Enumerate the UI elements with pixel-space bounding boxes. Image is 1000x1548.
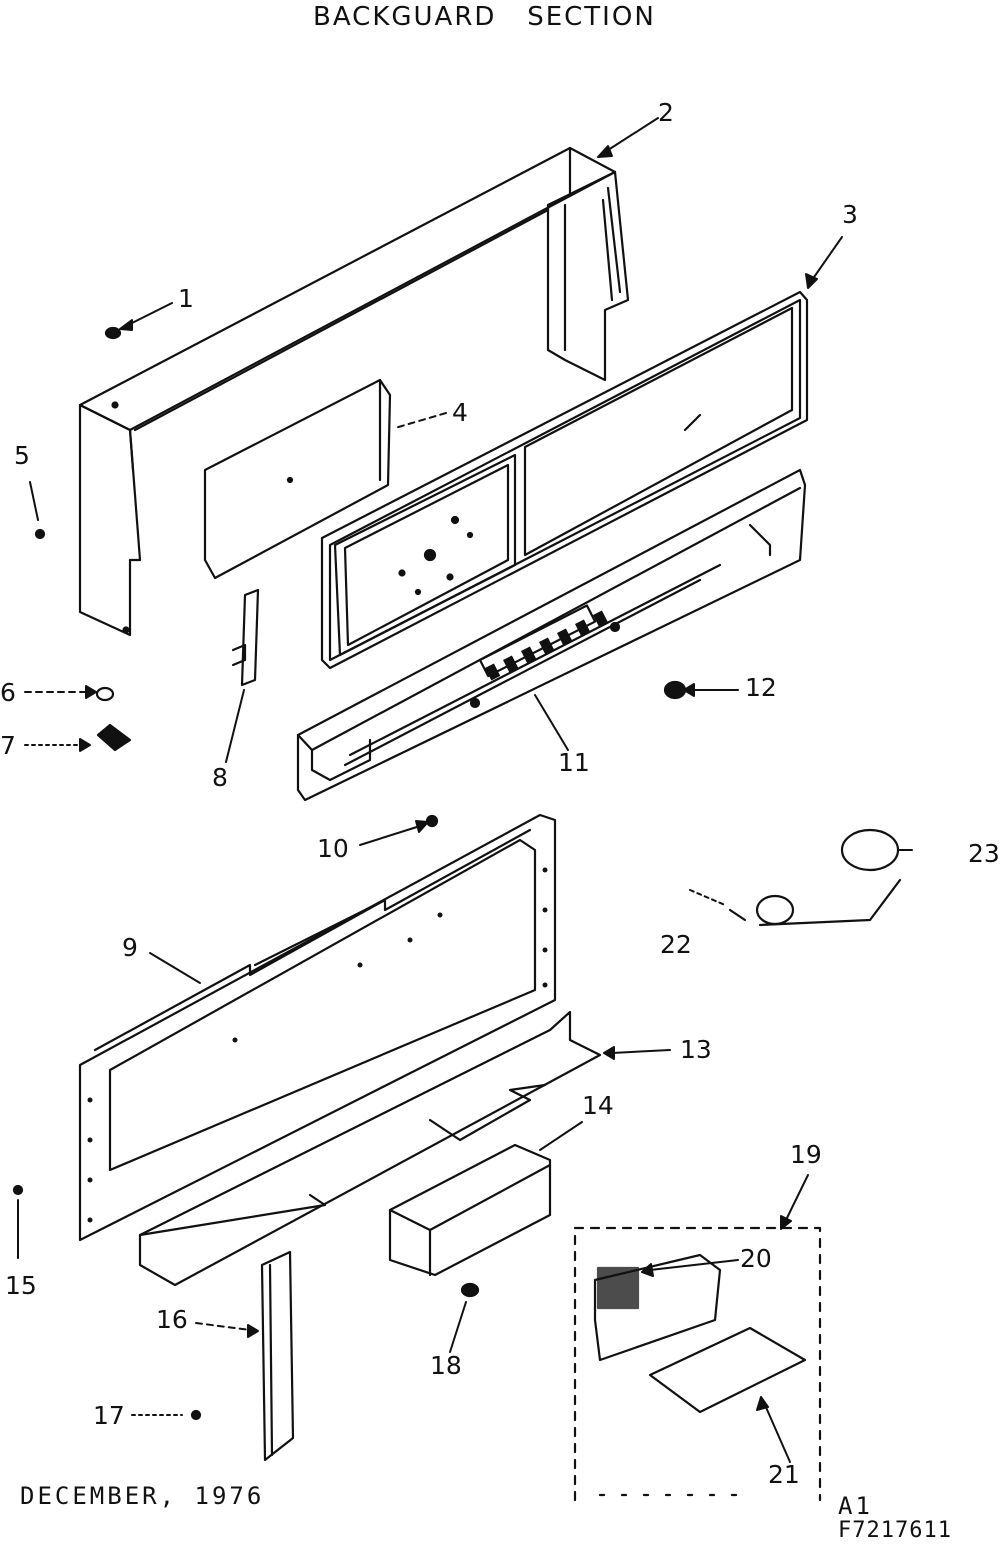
part-22-23-lamp-wiring xyxy=(728,828,902,927)
callout-12: 12 xyxy=(745,673,777,702)
fasteners xyxy=(12,326,687,1421)
callout-21: 21 xyxy=(768,1460,800,1489)
leader-lines xyxy=(17,117,913,1463)
part-16-strip xyxy=(260,1250,295,1462)
part-20-switch xyxy=(593,1253,722,1362)
part-4-plate xyxy=(203,378,392,580)
footer-code-line2: F7217611 xyxy=(838,1518,952,1543)
part-19-group xyxy=(573,1226,822,1502)
part-13-channel xyxy=(138,1010,602,1287)
callout-20: 20 xyxy=(740,1244,772,1273)
callout-4: 4 xyxy=(452,398,468,427)
callout-9: 9 xyxy=(122,933,138,962)
callout-5: 5 xyxy=(14,441,30,470)
callout-19: 19 xyxy=(790,1140,822,1169)
diagram-title: BACKGUARD SECTION xyxy=(313,2,656,32)
callout-2: 2 xyxy=(658,98,674,127)
callout-1: 1 xyxy=(178,284,194,313)
callout-3: 3 xyxy=(842,200,858,229)
callout-8: 8 xyxy=(212,763,228,792)
part-9-rear-panel xyxy=(78,813,557,1242)
callout-23: 23 xyxy=(968,839,1000,868)
callout-18: 18 xyxy=(430,1351,462,1380)
part-8-bracket xyxy=(231,588,260,687)
callout-6: 6 xyxy=(0,678,16,707)
part-3-glass-frame xyxy=(320,290,809,670)
callout-11: 11 xyxy=(558,748,590,777)
part-11-control-panel xyxy=(296,468,807,802)
part-14-bracket-box xyxy=(388,1143,552,1277)
footer-code-line1: A1 xyxy=(838,1492,873,1520)
callout-13: 13 xyxy=(680,1035,712,1064)
footer-date: DECEMBER, 1976 xyxy=(20,1482,265,1510)
callout-15: 15 xyxy=(5,1271,37,1300)
callout-16: 16 xyxy=(156,1305,188,1334)
part-21-board xyxy=(648,1326,807,1414)
callout-22: 22 xyxy=(660,930,692,959)
part-2-backguard-panel xyxy=(78,146,630,637)
callout-17: 17 xyxy=(93,1401,125,1430)
callout-14: 14 xyxy=(582,1091,614,1120)
callout-7: 7 xyxy=(0,731,16,760)
callout-10: 10 xyxy=(317,834,349,863)
